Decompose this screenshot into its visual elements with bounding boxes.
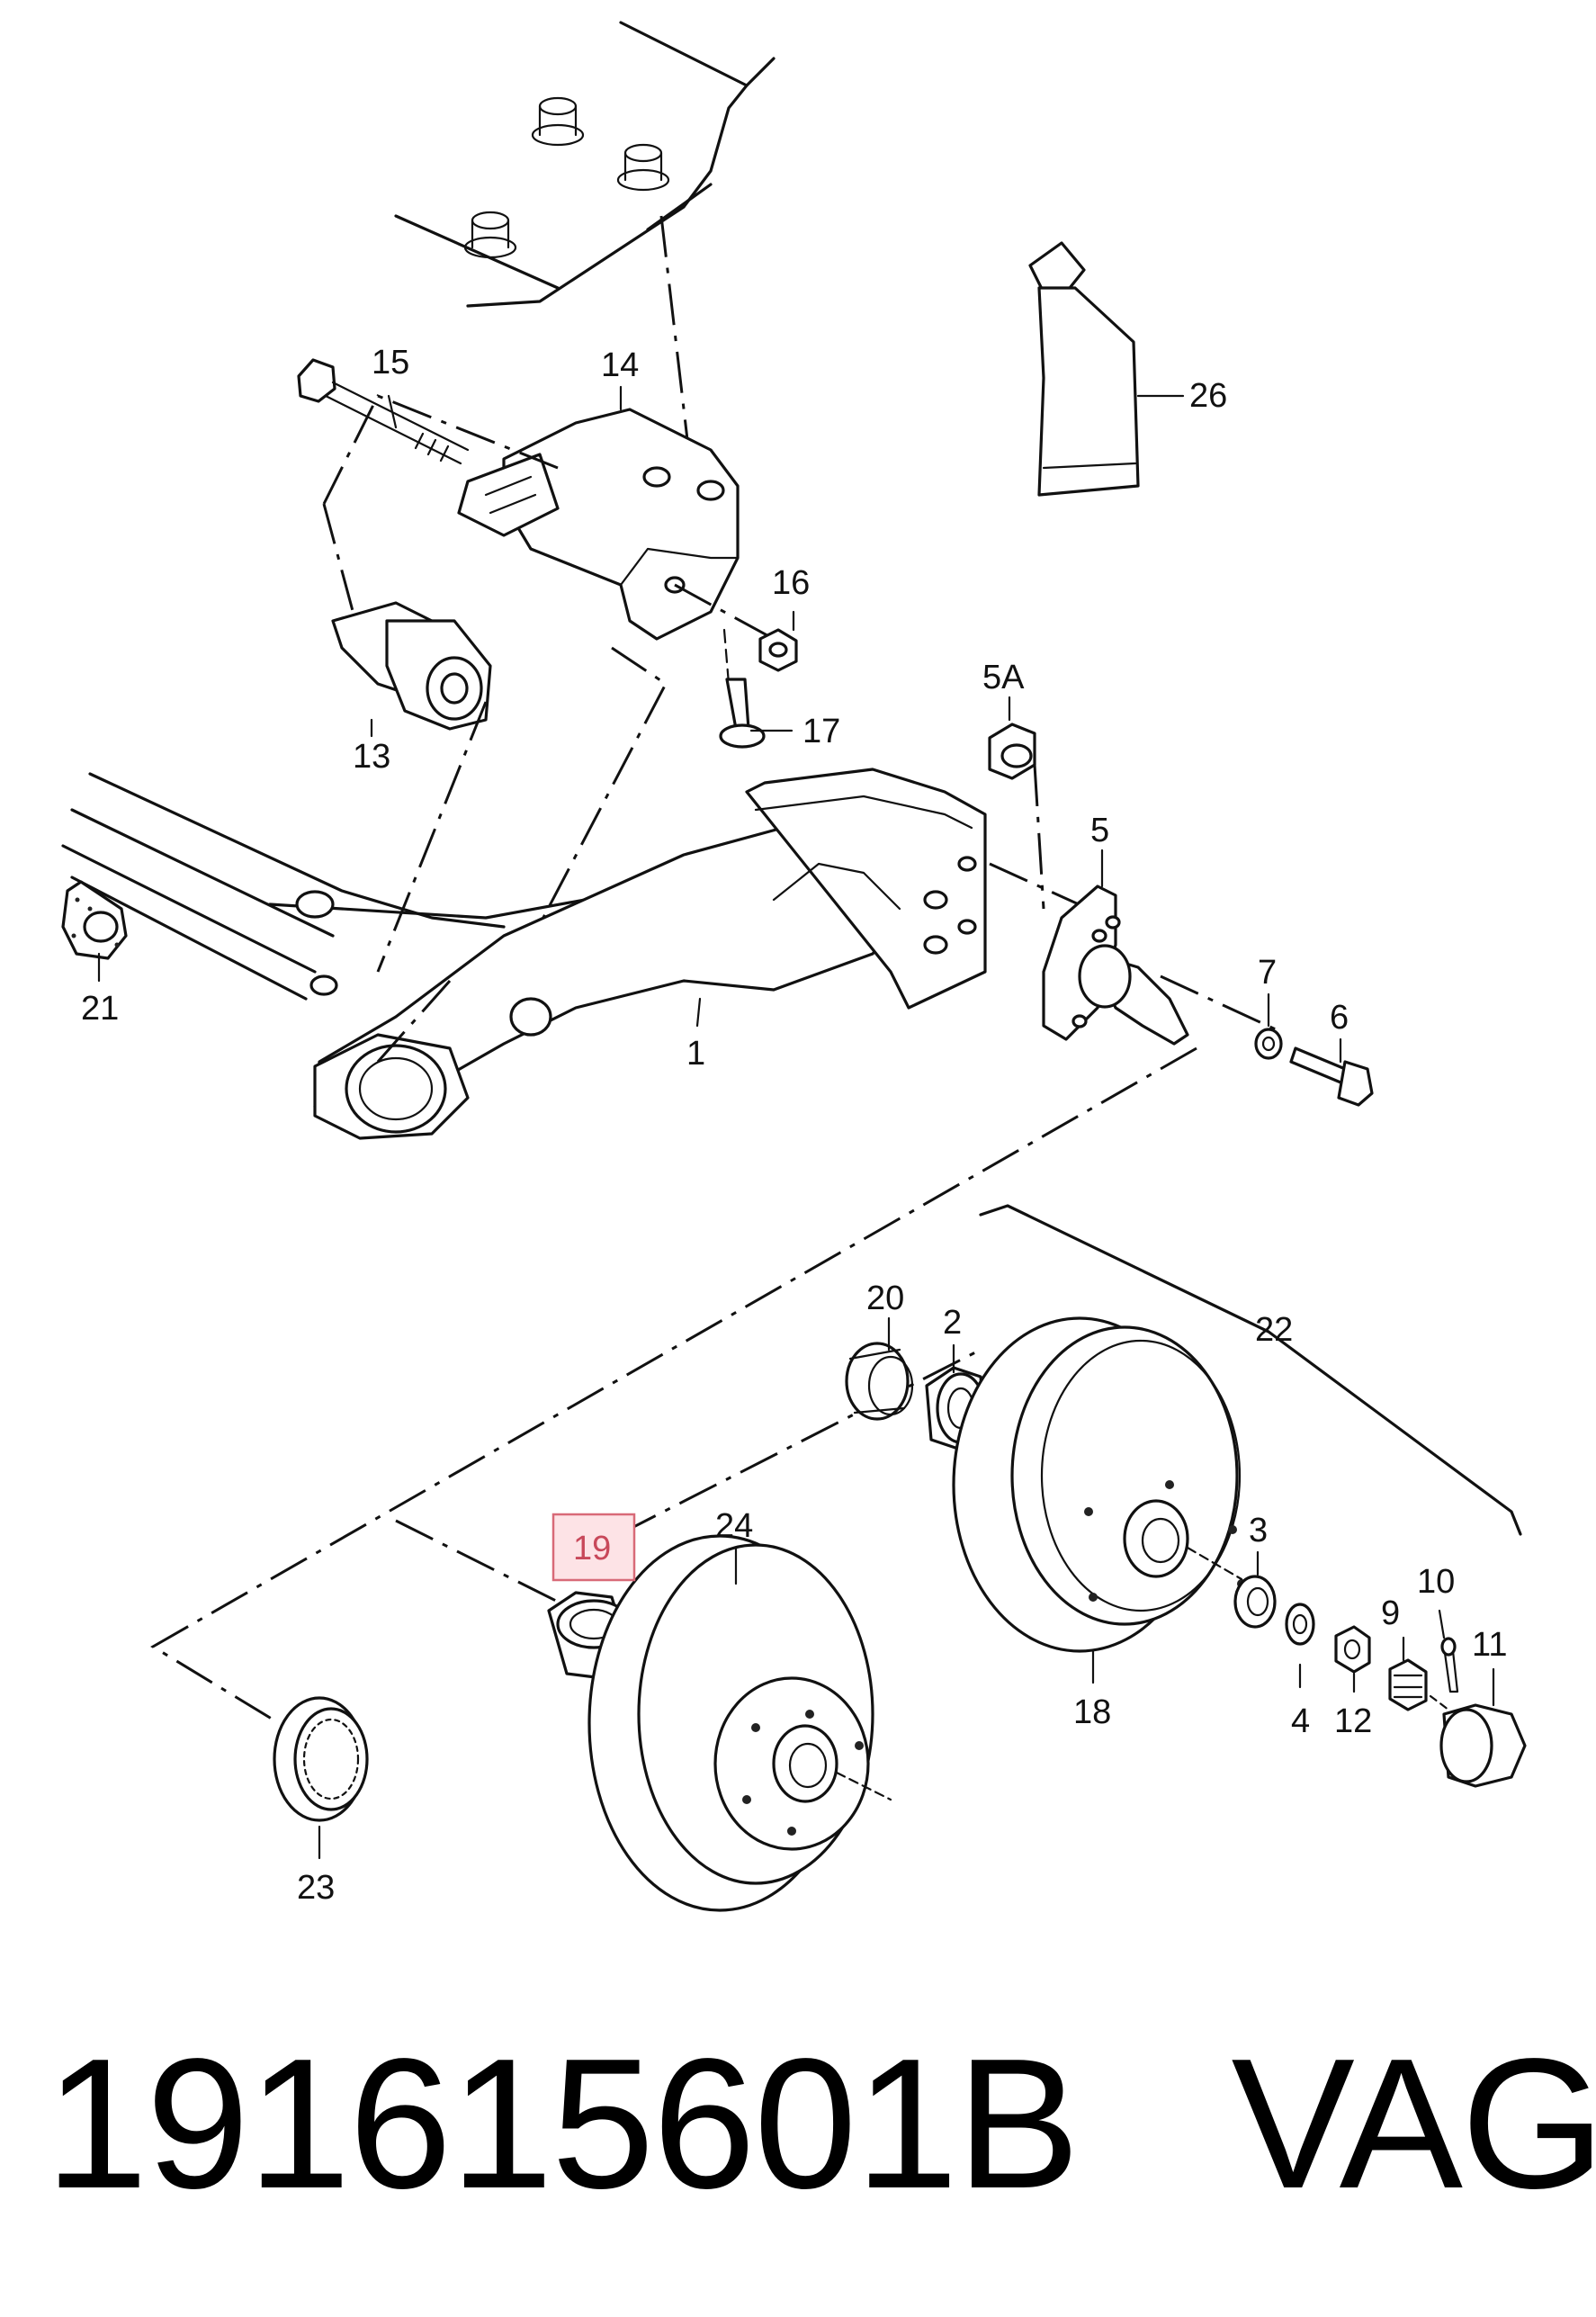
dashdot-leader [395,1519,559,1603]
brake-drum-18 [952,1316,1246,1653]
label-14: 14 [601,346,639,384]
underbody-panel [394,21,776,308]
label-16: 16 [772,564,810,602]
bolt-6 [1289,1046,1374,1107]
cap-5a [988,723,1036,780]
nut-12 [1334,1625,1371,1674]
label-24: 24 [715,1507,753,1545]
rubber-bushing-13 [331,601,492,731]
label-26: 26 [1189,377,1227,415]
dashdot-leader [1033,764,1045,910]
dashdot-leader [322,503,357,622]
label-17: 17 [802,713,840,750]
brand-name: VAG [1231,2020,1596,2227]
washer-4 [1285,1603,1315,1646]
mounting-bracket [457,408,740,641]
group-bracket-22 [979,1204,1522,1536]
label-22: 22 [1255,1311,1293,1349]
label-20: 20 [866,1280,904,1317]
screw-17 [719,628,766,749]
abs-ring-23 [273,1696,369,1822]
nut-16 [758,628,798,672]
seal-20 [845,1342,914,1421]
brake-disc-24 [587,1534,874,1912]
label-3: 3 [1249,1512,1268,1549]
lock-ring-9 [1388,1658,1428,1711]
bolt-15 [297,358,470,465]
dashdot-leader [674,583,775,641]
dashdot-leader [150,1046,1197,1725]
clip-21 [61,880,128,960]
dashdot-leader [989,862,1089,911]
cotter-pin-10 [1440,1637,1459,1693]
label-9: 9 [1381,1594,1400,1632]
label-7: 7 [1258,954,1277,992]
label-13: 13 [353,738,390,776]
callout-19-highlight [551,1513,636,1582]
label-10: 10 [1417,1563,1455,1601]
label-21: 21 [81,990,119,1028]
label-19: 19 [573,1530,611,1567]
dashdot-leader [376,980,452,1063]
label-11: 11 [1472,1626,1507,1664]
grease-tube [1028,241,1140,497]
washer-7 [1254,1028,1283,1060]
label-1: 1 [686,1035,705,1073]
axle-beam [61,768,987,1140]
bearing-3 [1233,1575,1277,1629]
dust-cap-11 [1439,1703,1527,1788]
label-23: 23 [297,1869,335,1907]
label-leaders [97,385,1495,1860]
stub-axle-5 [1042,885,1189,1046]
label-5a: 5A [982,659,1025,696]
part-number: 191615601B [45,2020,1080,2227]
dashdot-leader [322,394,559,505]
label-2: 2 [943,1304,962,1342]
label-15: 15 [372,344,409,382]
dashdot-leader [376,701,488,973]
dashdot-leader [1160,974,1278,1032]
label-12: 12 [1334,1702,1372,1740]
label-5: 5 [1090,812,1109,849]
label-6: 6 [1330,999,1349,1037]
label-4: 4 [1291,1702,1310,1740]
label-18: 18 [1073,1693,1111,1731]
